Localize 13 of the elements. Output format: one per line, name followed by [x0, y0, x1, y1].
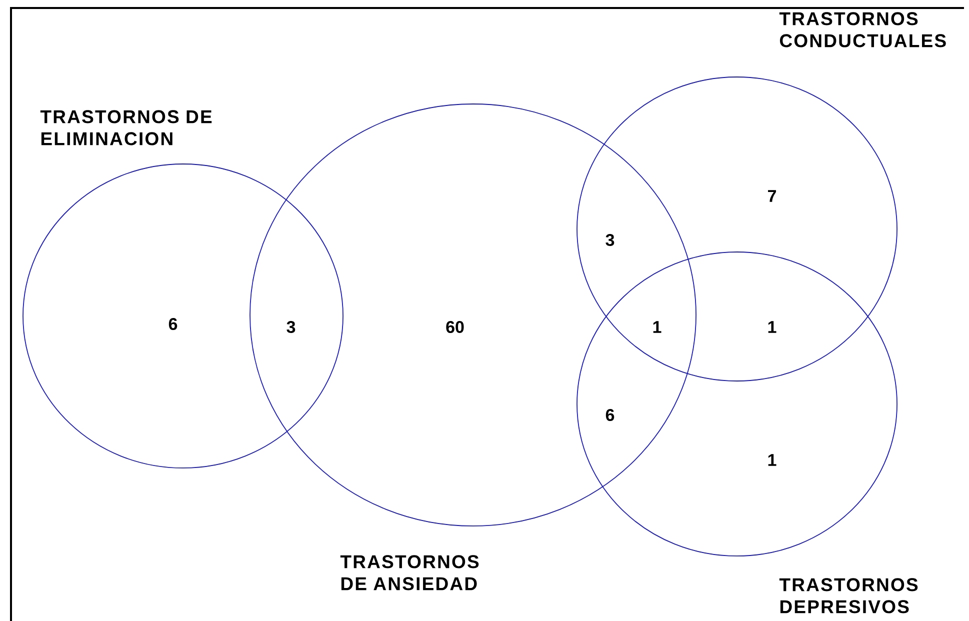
set-heading: TRASTORNOS DE ANSIEDAD — [340, 555, 479, 590]
count-label: 7 — [768, 190, 776, 202]
count-label: 3 — [606, 234, 614, 246]
count-label: 3 — [286, 320, 296, 334]
set-heading: TRASTORNOS DEPRESIVOS — [779, 578, 918, 614]
count-label: 1 — [653, 321, 662, 333]
set-heading: TRASTORNOS DE ELIMINACION — [40, 110, 212, 146]
count-label: 1 — [768, 454, 776, 466]
set-heading: TRASTORNOS CONDUCTUALES — [779, 12, 946, 48]
count-label: 6 — [168, 318, 178, 330]
count-label: 60 — [446, 320, 464, 334]
count-label: 6 — [606, 408, 614, 421]
count-label: 1 — [768, 321, 776, 333]
